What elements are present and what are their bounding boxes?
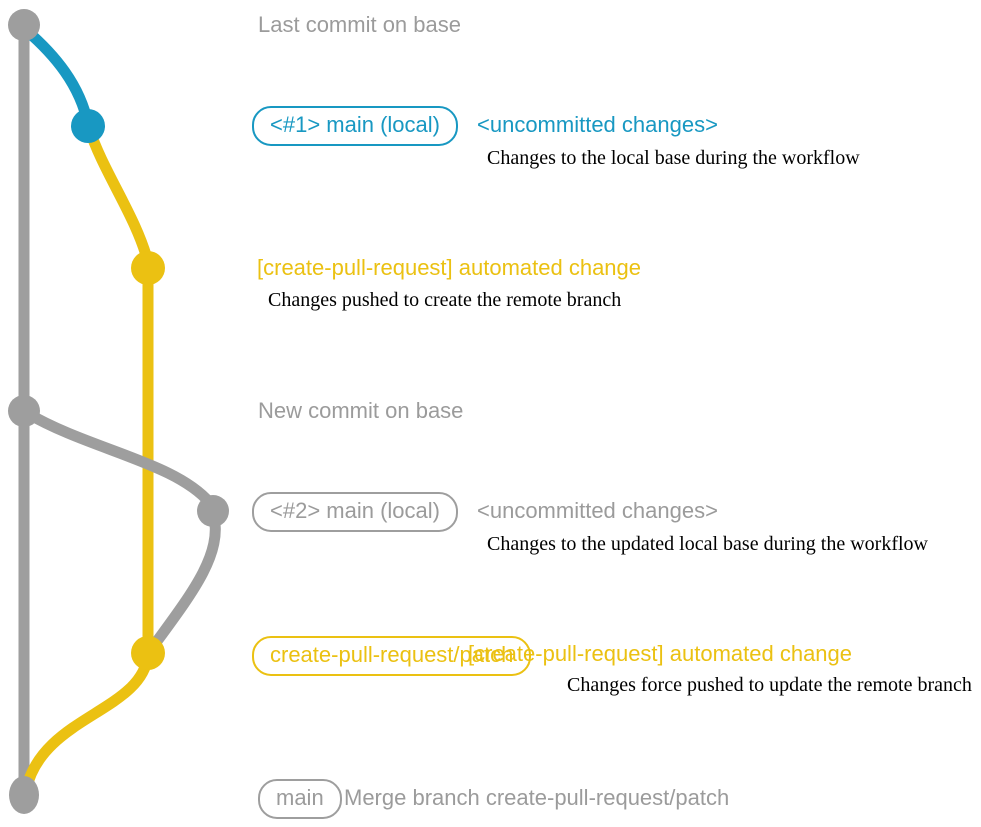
row4-description: Changes force pushed to update the remot… — [567, 674, 972, 696]
automated-change-label-2: [create-pull-request] automated change — [468, 641, 853, 666]
row1-description: Changes to the local base during the wor… — [487, 147, 860, 169]
commit-dot-merge — [9, 776, 39, 814]
branch-badge-main-local-2: <#2> main (local) — [252, 492, 458, 532]
row3-description: Changes to the updated local base during… — [487, 533, 928, 555]
local-main-branch-line — [20, 24, 94, 130]
commit-dot-new-base — [8, 395, 40, 427]
new-commit-label: New commit on base — [258, 398, 464, 423]
branch-badge-main-local-1: <#1> main (local) — [252, 106, 458, 146]
commit-dot-local-main-1 — [71, 109, 105, 143]
commit-dot-automated-change-2 — [131, 636, 165, 670]
branch-badge-main: main — [258, 779, 342, 819]
commit-dot-automated-change-1 — [131, 251, 165, 285]
automated-change-label-1: [create-pull-request] automated change — [257, 255, 642, 280]
commit-dot-last-base — [8, 9, 40, 41]
branch-badge-pr-patch: create-pull-request/patch — [252, 636, 532, 676]
last-commit-label: Last commit on base — [258, 12, 461, 37]
rebase-branch-line-upper — [21, 407, 216, 509]
row2-description: Changes pushed to create the remote bran… — [268, 289, 622, 311]
commit-dot-local-main-2 — [197, 495, 229, 527]
pr-branch-merge-line — [20, 649, 154, 796]
uncommitted-changes-label-1: <uncommitted changes> — [477, 112, 718, 137]
rebase-branch-line-lower — [146, 510, 221, 654]
uncommitted-changes-label-2: <uncommitted changes> — [477, 498, 718, 523]
pr-branch-line-upper — [83, 122, 154, 268]
merge-commit-label: Merge branch create-pull-request/patch — [344, 785, 730, 810]
